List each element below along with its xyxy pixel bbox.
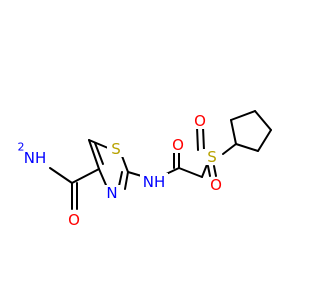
ring-sulfur-label: S	[107, 140, 125, 158]
bond-ring-c2-n-double	[118, 171, 123, 187]
bond-ring-c5-s	[88, 139, 109, 149]
nh-link-label: NH	[140, 173, 168, 191]
amide-h2-subscript: 2	[18, 141, 25, 154]
bond-s-o-top	[202, 126, 205, 151]
bond-acyl-c-ch2	[178, 167, 203, 178]
bond-amide-c-n	[49, 167, 73, 184]
ring-nitrogen-label: N	[103, 184, 121, 202]
bond-layer	[49, 110, 272, 210]
acyl-oxygen-symbol: O	[172, 136, 184, 154]
bond-cp-4-5	[230, 110, 256, 121]
sulfonyl-sulfur-symbol: S	[207, 148, 217, 166]
amide-oxygen-symbol: O	[68, 211, 80, 229]
nh-link-nitrogen: NH	[143, 173, 166, 191]
molecule-structure-diagram: NH 2 O N S NH O S O	[18, 110, 272, 229]
bond-s-o-bottom	[213, 165, 217, 177]
bond-ring-s-c2	[121, 155, 129, 173]
bond-ring-c2-n	[124, 171, 129, 190]
sulfonyl-oxygen-bottom-symbol: O	[210, 176, 222, 194]
bond-cp-2-3	[257, 129, 272, 152]
acyl-oxygen-label: O	[169, 136, 187, 154]
atom-label-layer: NH 2 O N S NH O S O	[18, 112, 225, 229]
bond-s-o-top-double	[196, 126, 199, 151]
bond-cp-1-2	[235, 143, 259, 152]
sulfonyl-oxygen-bottom-label: O	[207, 176, 225, 194]
amide-nitrogen-label: NH	[24, 149, 47, 167]
bond-cp-5-1	[230, 119, 237, 145]
bond-cp-3-4	[254, 110, 272, 131]
bond-ring-c4-c5-double	[94, 142, 104, 165]
amide-oxygen-label: O	[65, 211, 83, 229]
ring-nitrogen-symbol: N	[106, 184, 117, 202]
sulfonyl-oxygen-top-label: O	[191, 112, 209, 130]
sulfonyl-sulfur-label: S	[203, 148, 221, 166]
sulfonyl-oxygen-top-symbol: O	[194, 112, 206, 130]
bond-ring-c4-c5	[88, 139, 100, 170]
bond-s-cyclopentyl	[222, 143, 237, 155]
bond-amide-c-ring-c4	[71, 168, 100, 184]
bond-s-o-bottom-double	[207, 165, 211, 177]
ring-sulfur-symbol: S	[111, 140, 121, 158]
amide-nh2-label: NH 2	[18, 141, 52, 167]
